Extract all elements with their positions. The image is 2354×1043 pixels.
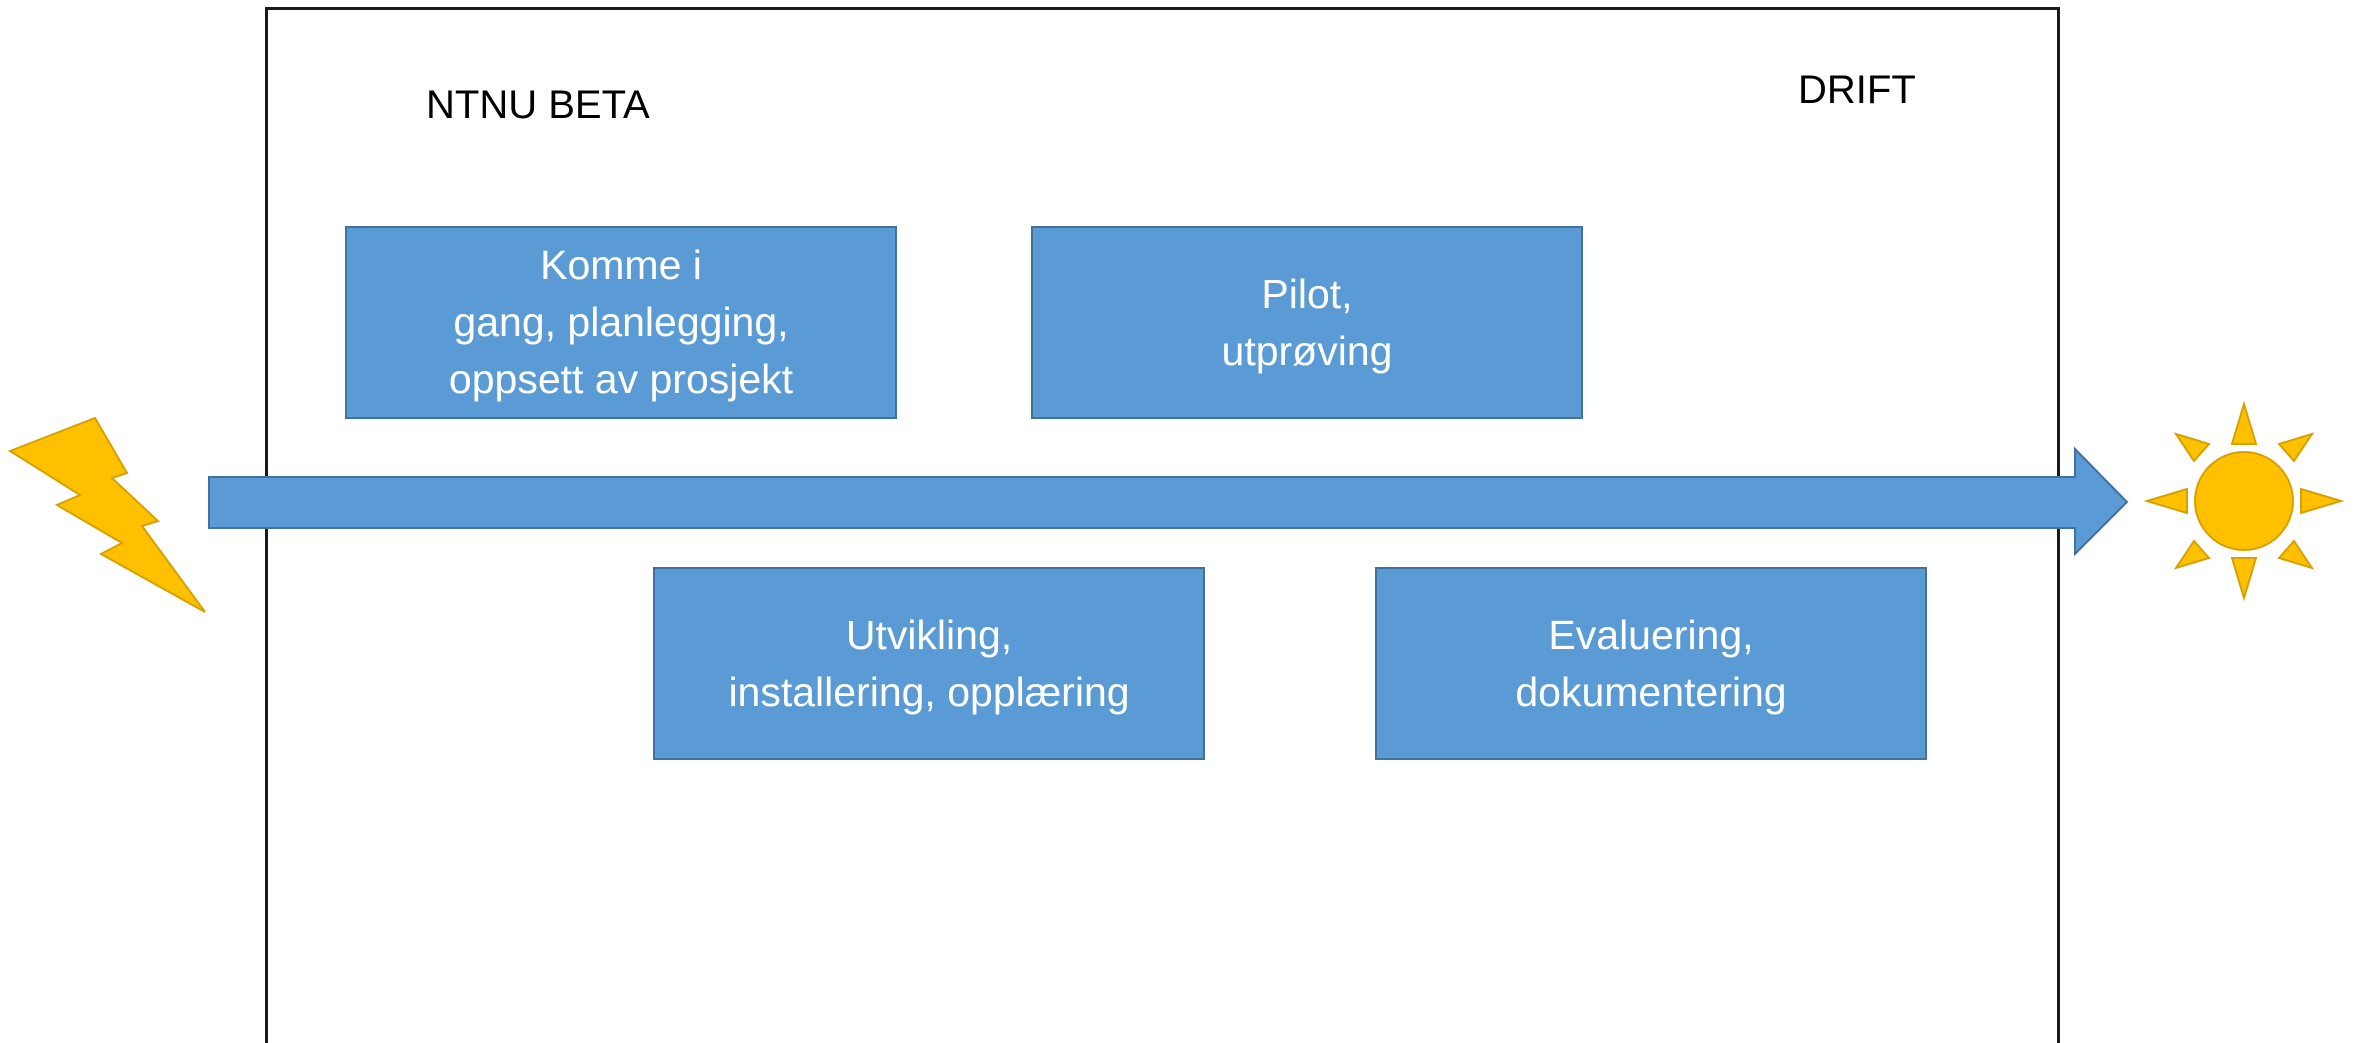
start-label: NTNU BETA: [426, 83, 650, 127]
end-label: DRIFT: [1798, 68, 1916, 112]
phase-line: Pilot,: [1261, 270, 1353, 317]
phase-line: utprøving: [1221, 327, 1393, 374]
sun-icon: [2143, 400, 2345, 602]
phase-box-evaluation: Evaluering, dokumentering: [1375, 567, 1927, 760]
phase-line: gang, planlegging,: [453, 299, 789, 345]
phase-line: dokumentering: [1515, 668, 1787, 715]
phase-box-pilot: Pilot, utprøving: [1031, 226, 1583, 419]
phase-line: Evaluering,: [1548, 611, 1754, 658]
timeline-arrow: [208, 446, 2129, 557]
phase-line: oppsett av prosjekt: [448, 356, 794, 402]
phase-box-planning: Komme i gang, planlegging, oppsett av pr…: [345, 226, 897, 419]
phase-line: Komme i: [540, 242, 702, 288]
phase-line: Utvikling,: [845, 611, 1013, 658]
lightning-bolt-icon: [7, 416, 206, 613]
phase-box-development: Utvikling, installering, opplæring: [653, 567, 1205, 760]
phase-line: installering, opplæring: [728, 668, 1130, 715]
